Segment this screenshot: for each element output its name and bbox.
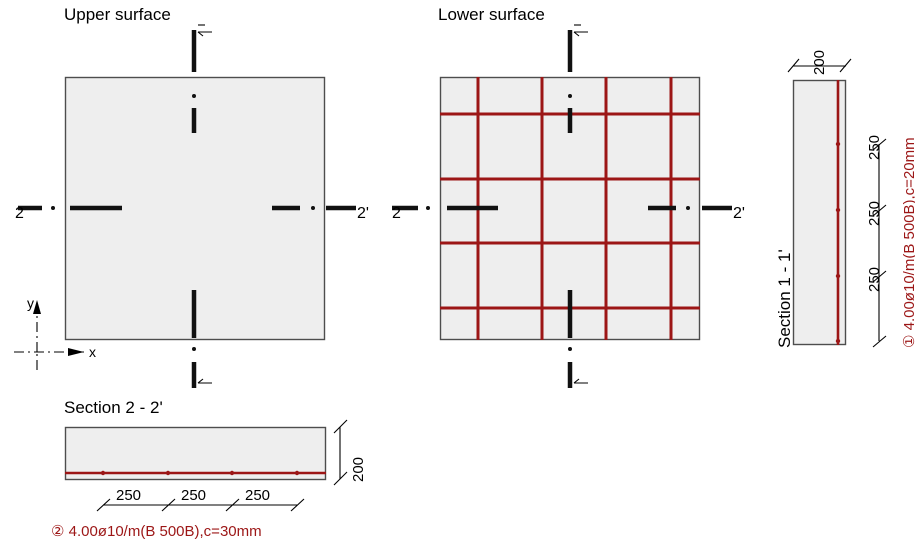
upper-surface-view	[14, 24, 356, 388]
section-1-bar-dot	[835, 273, 841, 279]
section-2-bar-dot	[165, 470, 171, 476]
section-line-2-dot-left	[51, 206, 55, 210]
section-2-rebar-note: ② 4.00ø10/m(B 500B),c=30mm	[51, 523, 262, 540]
section-2-view	[64, 419, 348, 512]
section-line-1-dot-top	[192, 94, 196, 98]
section-1-bar-dot	[835, 141, 841, 147]
section-line-2-dot-right	[311, 206, 315, 210]
section-1-thickness-dim	[787, 58, 852, 73]
section-1-bar-dot	[835, 338, 841, 344]
lower-surface-view	[392, 24, 732, 388]
axis-y-arrowhead	[33, 300, 41, 314]
axis-x-arrowhead	[68, 348, 84, 356]
section-2-spacing-label-1: 250	[116, 487, 142, 504]
axis-x-label: x	[89, 344, 96, 360]
lower-surface-title: Lower surface	[438, 5, 545, 24]
section-2-spacing-dims	[96, 498, 305, 512]
section-1-arrow-bottom	[197, 378, 212, 384]
lower-section-2-dot-left	[426, 206, 430, 210]
section-2-spacing-label-2: 250	[181, 487, 207, 504]
section-2-bar-dot	[294, 470, 300, 476]
section-marker-2-left-lower: 2	[392, 205, 401, 222]
lower-section-2-dot-right	[686, 206, 690, 210]
section-2-bar-dot	[229, 470, 235, 476]
lower-section-1-dot-bottom	[568, 347, 572, 351]
section-marker-2prime-right-lower: 2'	[733, 205, 745, 222]
lower-section-1-arrow-top	[573, 31, 588, 37]
section-2-slab	[64, 426, 327, 481]
section-2-thickness-dim	[333, 419, 348, 486]
section-line-1-dot-bottom	[192, 347, 196, 351]
lower-section-1-dot-top	[568, 94, 572, 98]
upper-surface-title: Upper surface	[64, 5, 171, 24]
section-1-thickness-label: 200	[811, 49, 828, 75]
section-marker-2prime-right: 2'	[357, 205, 369, 222]
section-1-rebar-note: ① 4.00ø10/m(B 500B),c=20mm	[901, 137, 915, 348]
section-1-bar-dot	[835, 207, 841, 213]
lower-section-1-arrow-bottom	[573, 378, 588, 384]
section-2-thickness-label: 200	[350, 456, 367, 482]
axis-y-label: y	[27, 295, 34, 311]
section-2-title: Section 2 - 2'	[64, 398, 163, 417]
section-2-bar-dot	[100, 470, 106, 476]
section-1-spacing-label-3: 250	[866, 266, 883, 292]
section-2-spacing-label-3: 250	[245, 487, 271, 504]
section-1-arrow-top	[197, 31, 212, 37]
section-1-spacing-dims	[872, 138, 887, 348]
section-1-view	[787, 58, 887, 348]
section-1-spacing-label-2: 250	[866, 200, 883, 226]
axis-indicator	[14, 300, 84, 370]
section-1-spacing-label-1: 250	[866, 134, 883, 160]
section-marker-2-left: 2	[15, 205, 24, 222]
